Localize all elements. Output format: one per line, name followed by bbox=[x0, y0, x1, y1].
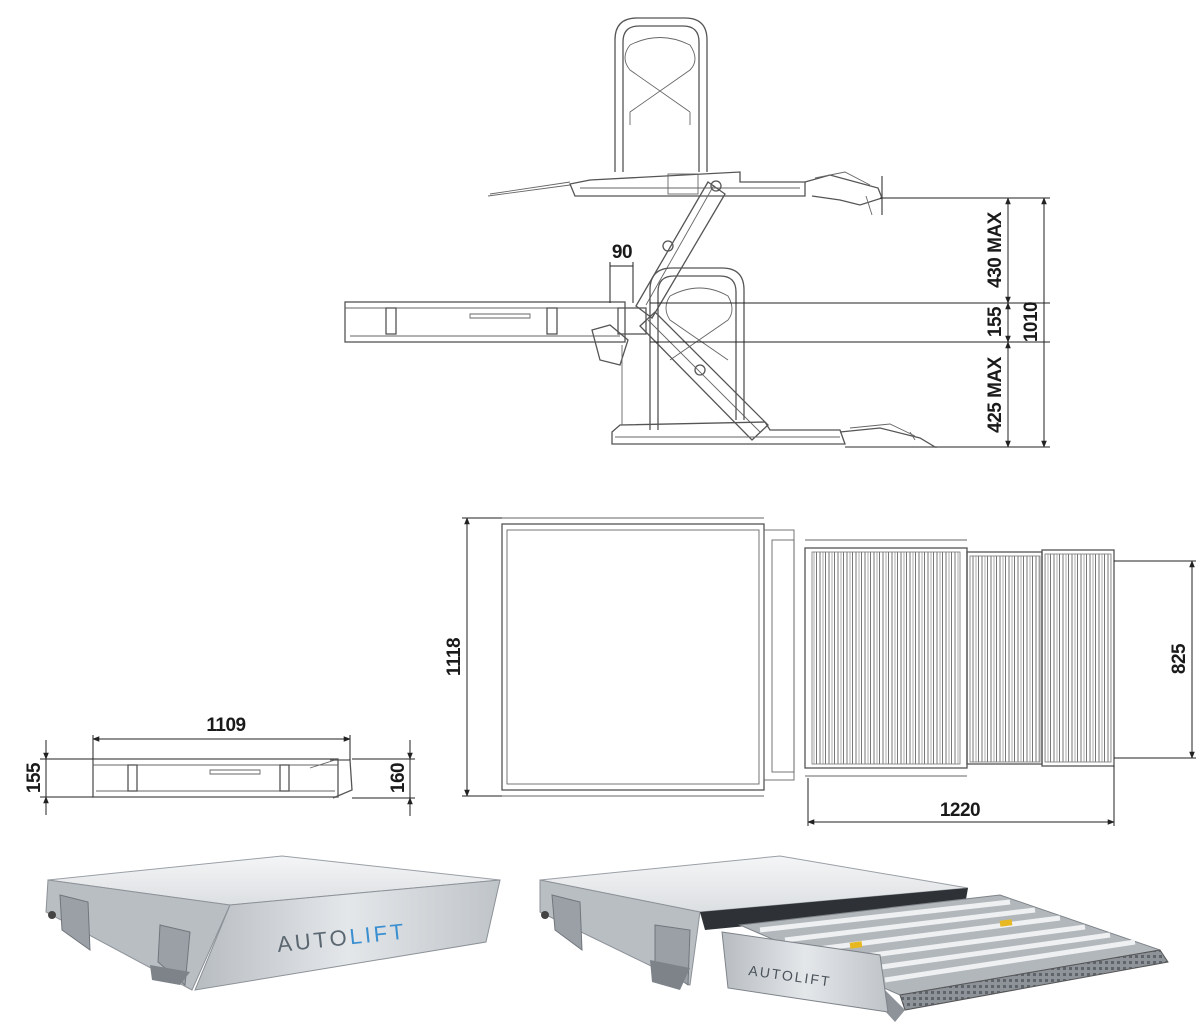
dim-stowed-height-left-label: 155 bbox=[24, 762, 45, 793]
cassette-side-deployed bbox=[344, 301, 647, 366]
cassette-top bbox=[501, 523, 765, 791]
dim-stowed-height-right-label: 160 bbox=[388, 763, 409, 793]
dim-total-height-label: 1010 bbox=[1021, 302, 1042, 342]
dim-platform-length-label: 1220 bbox=[940, 800, 980, 821]
dim-stow-height-label: 155 bbox=[985, 306, 1006, 337]
upper-platform bbox=[487, 171, 883, 216]
lower-platform bbox=[611, 345, 938, 448]
photo-open-cassette: AUTOLIFT bbox=[539, 855, 1169, 1022]
dim-offset-label: 90 bbox=[612, 242, 632, 263]
upper-handrail bbox=[614, 17, 708, 172]
linkage-arms bbox=[635, 180, 769, 441]
dim-stowed-length-label: 1109 bbox=[206, 715, 245, 736]
lower-handrail bbox=[649, 267, 745, 430]
stowed-side-drawing: 1109 155 160 bbox=[24, 715, 415, 816]
side-view-drawing: 90 430 MAX 155 425 MAX 1010 bbox=[344, 17, 1050, 448]
dim-width-label: 1118 bbox=[444, 638, 465, 676]
photo-closed-cassette: AUTOLIFT bbox=[45, 855, 501, 991]
dim-platform-width-label: 825 bbox=[1169, 643, 1190, 674]
dim-upper-travel-label: 430 MAX bbox=[985, 211, 1006, 288]
dim-lower-travel-label: 425 MAX bbox=[985, 356, 1006, 433]
stowed-cassette bbox=[92, 758, 339, 798]
top-view-drawing: 1118 825 1220 bbox=[444, 517, 1196, 826]
